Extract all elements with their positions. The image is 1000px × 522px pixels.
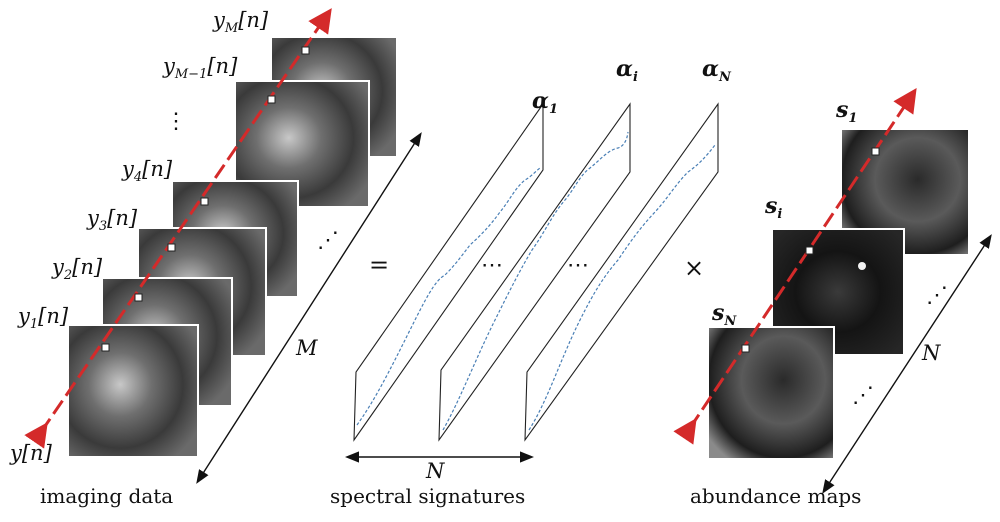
spectrum-curve-i [442, 131, 629, 431]
abundance-maps-caption: abundance maps [690, 484, 861, 508]
spectral-plane-i [438, 102, 631, 442]
label-y-4: y4[n] [121, 157, 173, 185]
label-y-M-minus-1: yM−1[n] [162, 54, 238, 82]
image-frame-y-1 [67, 324, 199, 458]
spectral-n-axis-label: N [425, 459, 445, 483]
equals-sign: = [369, 251, 389, 279]
label-y-2: y2[n] [51, 255, 103, 283]
label-y-3: y3[n] [86, 206, 138, 234]
abundance-map-s-N [707, 326, 835, 460]
abundance-diag-dots-1: ⋰ [926, 283, 948, 308]
abundance-pixel-markers [741, 147, 880, 353]
spectral-plane-1 [353, 102, 544, 442]
imaging-data-stack: yM[n] yM−1[n] ⋮ y4[n] y3[n] y2[n] y1[n] … [9, 8, 422, 508]
spectrum-curve-N [528, 144, 716, 431]
label-alpha-N: αN [702, 56, 732, 85]
spectral-signatures: α1 αi αN ⋯ ⋯ N spectral signatures [330, 56, 732, 508]
label-s-1: s1 [835, 97, 857, 126]
m-axis-arrow [196, 132, 422, 484]
pixel-vector-line [24, 8, 332, 449]
label-alpha-i: αi [616, 56, 638, 85]
label-y-1: y1[n] [17, 304, 69, 332]
m-axis-label: M [295, 336, 318, 360]
label-alpha-1: α1 [532, 88, 558, 117]
abundance-diag-dots-2: ⋰ [852, 383, 874, 408]
spectral-signatures-caption: spectral signatures [330, 484, 525, 508]
label-s-N: sN [711, 300, 737, 329]
abundance-n-axis-label: N [921, 341, 941, 365]
spectrum-curve-1 [356, 167, 541, 426]
label-y-n: y[n] [9, 441, 53, 465]
label-y-M: yM[n] [212, 8, 269, 36]
stack-vdots: ⋮ [165, 109, 187, 134]
stack-diag-dots: ⋰ [317, 228, 339, 253]
abundance-n-axis-arrow [822, 234, 992, 494]
spectral-ellipsis-2: ⋯ [567, 253, 589, 278]
imaging-data-caption: imaging data [40, 484, 173, 508]
spectral-ellipsis-1: ⋯ [481, 253, 503, 278]
abundance-maps-stack: s1 si sN N ⋰ ⋰ abundance maps [673, 88, 992, 508]
times-sign: × [684, 254, 704, 282]
label-s-i: si [764, 193, 782, 222]
